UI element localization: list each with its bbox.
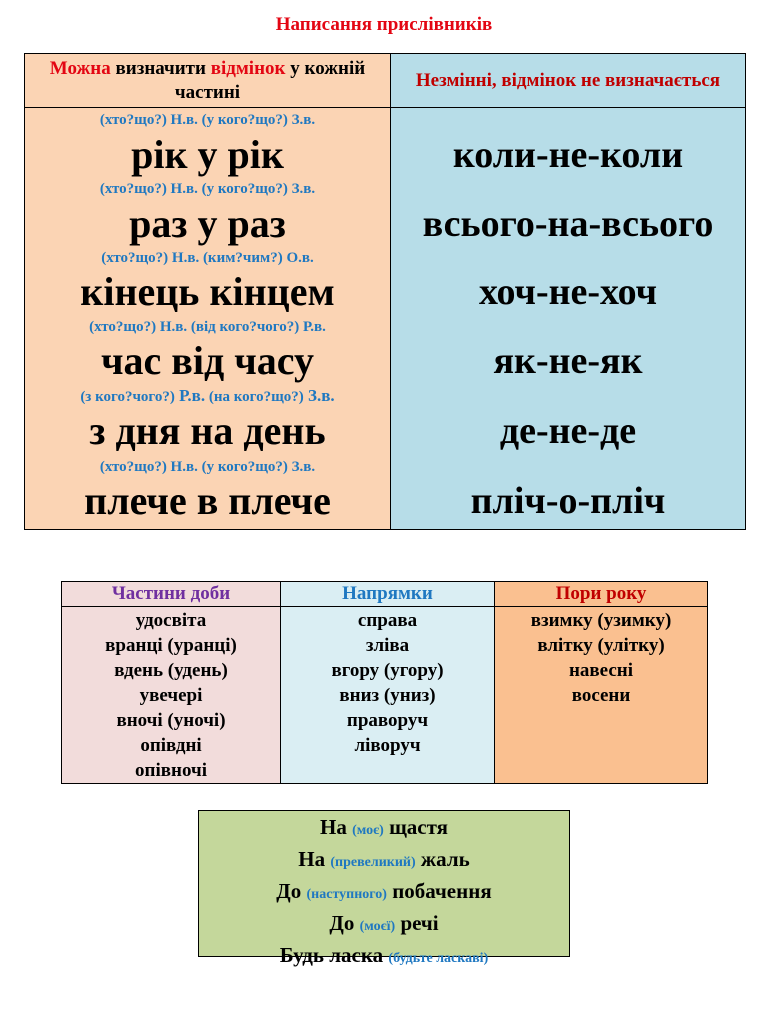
list-item: вдень (удень) bbox=[114, 660, 228, 681]
list-item: вночі (уночі) bbox=[116, 710, 226, 731]
main-table: Можна визначити відмінок у кожній частин… bbox=[24, 53, 746, 530]
header-seasons: Пори року bbox=[494, 581, 708, 607]
adverb-phrase: плече в плече bbox=[84, 478, 331, 523]
phrase-start: На bbox=[298, 847, 331, 871]
list-item: восени bbox=[571, 685, 631, 706]
header-left: Можна визначити відмінок у кожній частин… bbox=[24, 53, 391, 108]
header-left-part4: у кожній частині bbox=[174, 57, 366, 103]
list-item: навесні bbox=[568, 660, 634, 681]
phrases-box: На (моє) щастя На (превеликий) жаль До (… bbox=[198, 810, 570, 967]
case-hint: (хто?що?) Н.в. (ким?чим?) О.в. bbox=[101, 250, 314, 266]
phrase-start: Будь ласка bbox=[279, 943, 389, 967]
list-item: опівдні bbox=[140, 735, 202, 756]
case-hint-d: З.в. bbox=[303, 386, 335, 405]
page-title: Написання прислівників bbox=[275, 14, 493, 35]
phrase-line: На (превеликий) жаль bbox=[199, 845, 569, 877]
right-cell: коли-не-коли всього-на-всього хоч-не-хоч… bbox=[390, 107, 746, 530]
phrase-line: До (наступного) побачення bbox=[199, 877, 569, 909]
list-item: праворуч bbox=[346, 710, 429, 731]
case-hint-a: (з кого?чого?) bbox=[80, 389, 175, 405]
list-item: вранці (уранці) bbox=[105, 635, 237, 656]
header-left-part2: визначити bbox=[110, 57, 211, 79]
seasons-cell: взимку (узимку) влітку (улітку) навесні … bbox=[494, 606, 708, 784]
invariant-adverb: коли-не-коли bbox=[452, 134, 684, 176]
list-item: зліва bbox=[365, 635, 410, 656]
adverb-phrase: кінець кінцем bbox=[80, 269, 335, 314]
header-times-of-day: Частини доби bbox=[61, 581, 281, 607]
left-cell: (хто?що?) Н.в. (у кого?що?) З.в. рік у р… bbox=[24, 107, 391, 530]
case-hint-c: (на кого?що?) bbox=[205, 389, 304, 405]
invariant-adverb: хоч-не-хоч bbox=[478, 271, 658, 313]
phrase-start: До bbox=[329, 911, 360, 935]
header-left-part1: Можна bbox=[49, 57, 111, 79]
phrase-start: На bbox=[319, 815, 353, 839]
phrase-note: (моє) bbox=[352, 823, 384, 838]
invariant-adverb: як-не-як bbox=[493, 340, 643, 382]
header-left-part3: відмінок bbox=[210, 57, 286, 79]
list-item: увечері bbox=[139, 685, 203, 706]
case-hint-b: Р.в. bbox=[174, 386, 206, 405]
invariant-adverb: пліч-о-пліч bbox=[470, 480, 666, 522]
phrase-note: (превеликий) bbox=[330, 855, 416, 870]
phrase-line: До (моєї) речі bbox=[199, 909, 569, 941]
case-hint: (хто?що?) Н.в. (у кого?що?) З.в. bbox=[99, 181, 316, 197]
categories-table: Частини доби Напрямки Пори року удосвіта… bbox=[61, 581, 708, 784]
phrase-note: (наступного) bbox=[306, 887, 387, 902]
adverb-phrase: з дня на день bbox=[89, 408, 326, 453]
phrase-end: щастя bbox=[383, 815, 449, 839]
adverb-phrase: рік у рік bbox=[131, 132, 284, 177]
phrase-line: Будь ласка (будьте ласкаві) bbox=[199, 941, 569, 973]
list-item: взимку (узимку) bbox=[530, 610, 672, 631]
list-item: удосвіта bbox=[135, 610, 207, 631]
directions-cell: справа зліва вгору (угору) вниз (униз) п… bbox=[280, 606, 495, 784]
header-right: Незмінні, відмінок не визначається bbox=[390, 53, 746, 108]
header-directions: Напрямки bbox=[280, 581, 495, 607]
phrase-end: жаль bbox=[415, 847, 470, 871]
case-hint: (з кого?чого?) Р.в. (на кого?що?) З.в. bbox=[25, 387, 390, 406]
case-hint: (хто?що?) Н.в. (у кого?що?) З.в. bbox=[99, 459, 316, 475]
list-item: влітку (улітку) bbox=[537, 635, 665, 656]
phrase-end: побачення bbox=[386, 879, 492, 903]
list-item: опівночі bbox=[135, 760, 207, 781]
phrase-start: До bbox=[276, 879, 307, 903]
adverb-phrase: час від часу bbox=[100, 338, 315, 383]
case-hint: (хто?що?) Н.в. (у кого?що?) З.в. bbox=[99, 112, 316, 128]
phrase-end: речі bbox=[395, 911, 439, 935]
invariant-adverb: всього-на-всього bbox=[422, 203, 714, 245]
phrase-note: (моєї) bbox=[359, 919, 396, 934]
adverb-phrase: раз у раз bbox=[129, 201, 286, 246]
list-item: вниз (униз) bbox=[339, 685, 436, 706]
list-item: вгору (угору) bbox=[331, 660, 444, 681]
phrase-note: (будьте ласкаві) bbox=[388, 951, 489, 966]
times-of-day-cell: удосвіта вранці (уранці) вдень (удень) у… bbox=[61, 606, 281, 784]
phrase-line: На (моє) щастя bbox=[199, 813, 569, 845]
case-hint: (хто?що?) Н.в. (від кого?чого?) Р.в. bbox=[89, 319, 326, 335]
list-item: справа bbox=[357, 610, 418, 631]
invariant-adverb: де-не-де bbox=[499, 410, 637, 452]
list-item: ліворуч bbox=[354, 735, 421, 756]
